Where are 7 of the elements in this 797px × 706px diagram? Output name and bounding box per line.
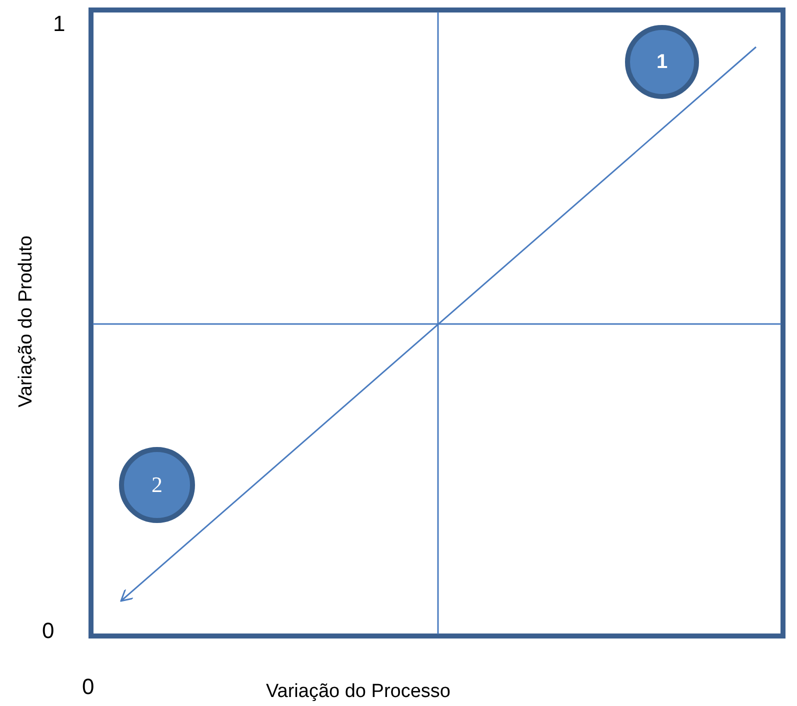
axis-tick-label: 0 bbox=[82, 676, 94, 698]
axis-tick-label: 1 bbox=[53, 13, 66, 35]
axis-title: Variação do Processo bbox=[266, 682, 450, 701]
axis-tick-label: 0 bbox=[42, 620, 54, 642]
numbered-circle: 2 bbox=[119, 447, 195, 523]
numbered-circle: 1 bbox=[625, 25, 699, 99]
axis-title: Variação do Produto bbox=[16, 234, 36, 410]
